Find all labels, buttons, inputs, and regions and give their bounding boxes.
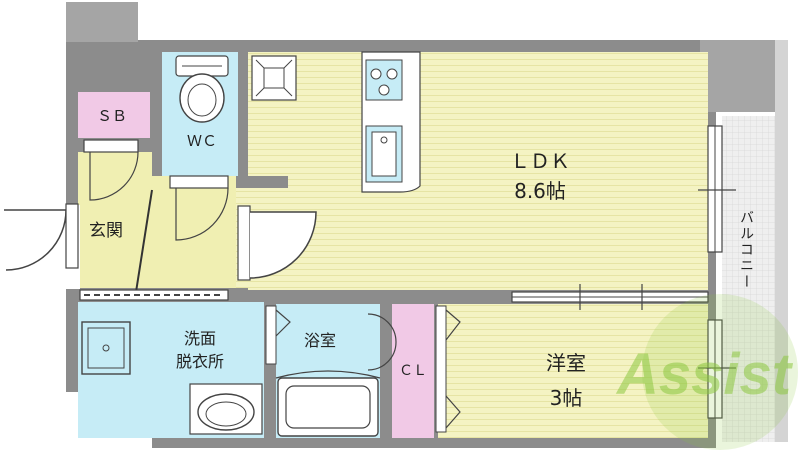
genkan-step xyxy=(135,189,153,293)
label-ldk-name: ＬＤＫ xyxy=(510,149,570,173)
bath-door-arc xyxy=(367,313,397,371)
sb-storage xyxy=(78,92,150,138)
sb-door-frame xyxy=(83,139,139,153)
bath-door-fold xyxy=(275,309,291,337)
wc-door-frame xyxy=(169,175,229,189)
kitchen-sink-inner xyxy=(371,131,397,177)
ldk-door-frame xyxy=(237,205,251,281)
washer-pan-inner xyxy=(87,327,125,369)
washbasin-bowl xyxy=(197,393,255,431)
cl-storage xyxy=(392,304,434,438)
sink-drain xyxy=(380,136,388,144)
yoshitsu-floor xyxy=(436,304,708,438)
watermark-circle xyxy=(642,294,798,450)
bathtub-inner xyxy=(285,385,371,429)
entrance-frame xyxy=(65,203,79,269)
wc-door-swing xyxy=(175,187,229,241)
pillar-top-left xyxy=(66,2,138,42)
washer-drain xyxy=(102,344,110,352)
cl-door-fold-top xyxy=(445,309,461,341)
toilet-bowl xyxy=(179,73,225,123)
washer-pan xyxy=(81,321,131,375)
label-yoshitsu-size: 3帖 xyxy=(550,386,583,410)
cl-door-fold-bottom xyxy=(445,395,461,429)
bath-door-frame xyxy=(265,305,277,365)
partition-stub xyxy=(248,176,288,188)
partition-bath-right xyxy=(380,302,392,438)
label-senmen-line1: 洗面 xyxy=(184,329,216,348)
cl-door-frame xyxy=(435,305,447,433)
watermark-logo: Assist xyxy=(615,342,794,407)
label-balcony: バルコニー xyxy=(738,210,754,290)
ldk-door-swing xyxy=(249,211,317,279)
burner-2 xyxy=(386,68,398,80)
sb-door-swing xyxy=(89,151,139,201)
washbasin-bowl-inner xyxy=(205,401,247,427)
balcony-rail xyxy=(775,40,788,442)
burner-3 xyxy=(378,84,390,96)
label-yoshitsu-name: 洋室 xyxy=(546,351,586,375)
label-wc: ＷＣ xyxy=(187,132,217,150)
label-yokushitsu: 浴室 xyxy=(304,331,336,350)
label-ldk-size: 8.6帖 xyxy=(514,179,566,203)
entrance-door-swing xyxy=(4,209,67,271)
fridge-inner xyxy=(263,67,285,89)
label-senmen-line2: 脱衣所 xyxy=(176,352,224,371)
pillar-top-right xyxy=(700,40,775,112)
toilet-bowl-inner xyxy=(187,83,217,117)
partition-wc-right xyxy=(238,52,248,180)
partition-wc-left xyxy=(152,52,162,176)
bathtub-curve xyxy=(275,370,381,379)
burner-1 xyxy=(370,68,382,80)
label-sb: ＳＢ xyxy=(97,107,127,125)
label-genkan: 玄関 xyxy=(89,221,123,241)
ldk-floor xyxy=(248,52,708,292)
label-cl: ＣＬ xyxy=(399,363,427,379)
